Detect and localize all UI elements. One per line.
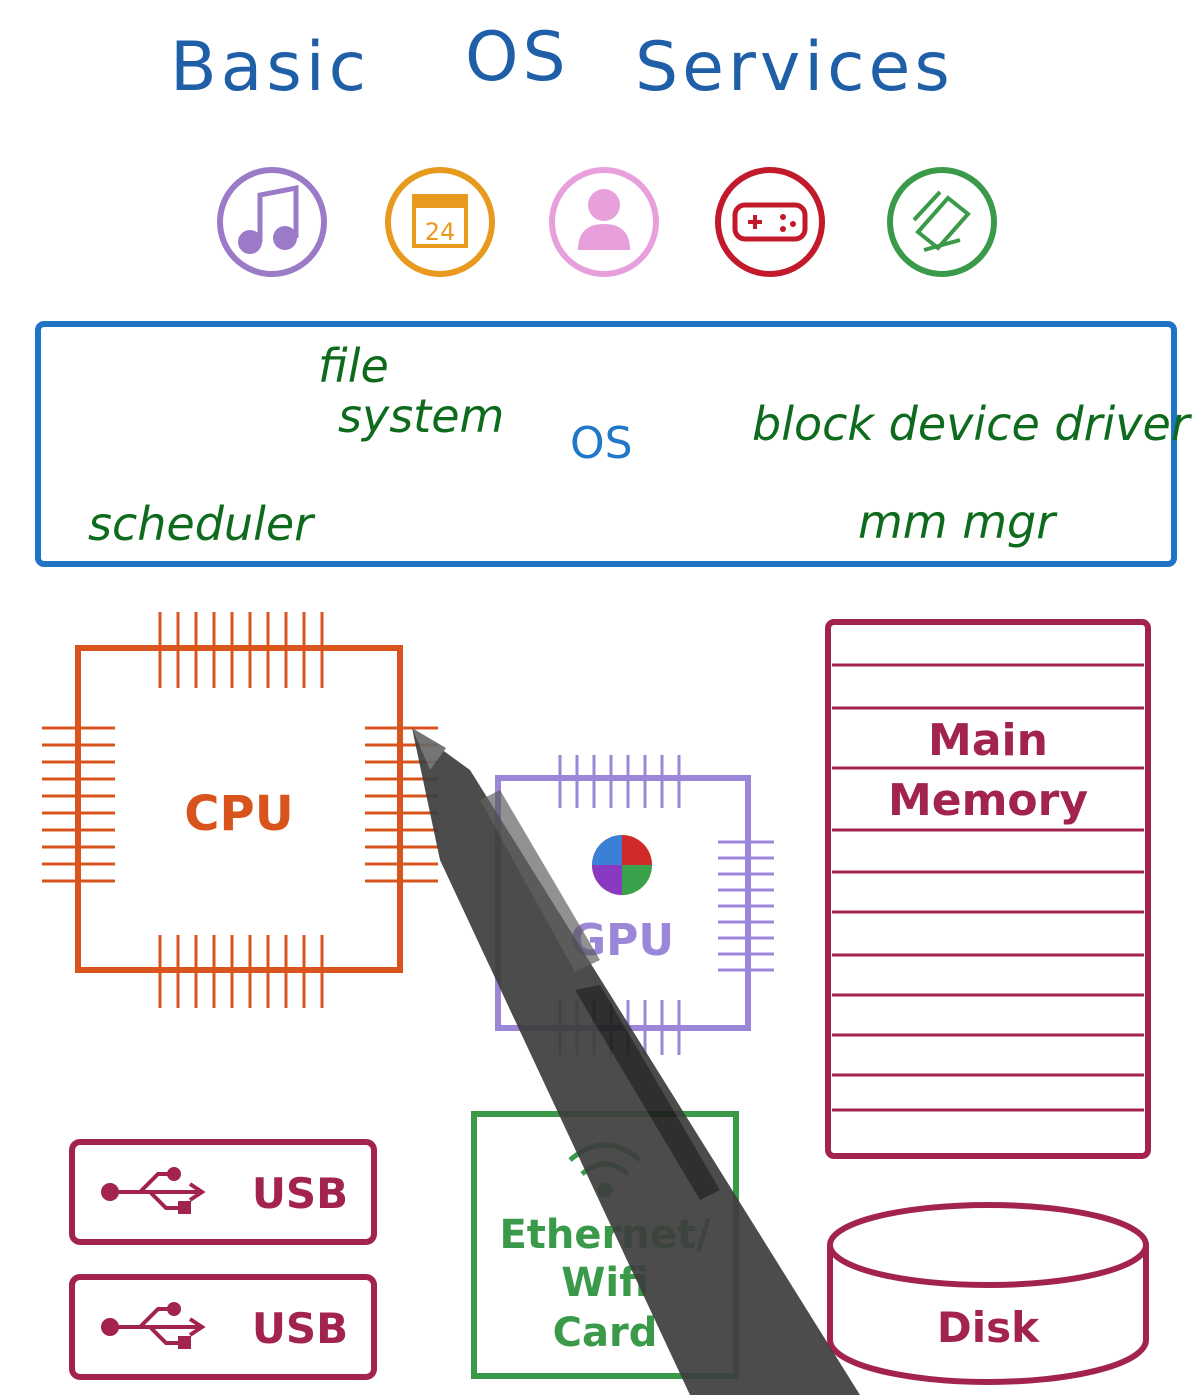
scheduler-label: scheduler bbox=[88, 497, 316, 551]
usb-label: USB bbox=[252, 1169, 348, 1218]
usb-icon bbox=[101, 1302, 206, 1349]
music-icon bbox=[217, 167, 327, 277]
usb-port-2: USB bbox=[69, 1274, 377, 1380]
calendar-day: 24 bbox=[425, 218, 456, 246]
cpu-chip: CPU bbox=[42, 612, 438, 1008]
disk: Disk bbox=[827, 1202, 1149, 1385]
app-icons: 24 bbox=[217, 167, 997, 277]
files-icon bbox=[887, 167, 997, 277]
title: Basic OS Services bbox=[170, 18, 954, 107]
title-word-services: Services bbox=[635, 28, 954, 107]
cpu-label: CPU bbox=[184, 786, 293, 842]
gamepad-icon bbox=[715, 167, 825, 277]
usb-icon bbox=[101, 1167, 206, 1214]
title-word-os: OS bbox=[465, 18, 570, 97]
main-memory: Main Memory bbox=[825, 619, 1151, 1159]
usb-label: USB bbox=[252, 1304, 348, 1353]
gpu-color-wheel-icon bbox=[592, 835, 652, 895]
memory-label-line1: Main bbox=[928, 715, 1048, 766]
file-system-line2: system bbox=[338, 389, 504, 443]
stylus-pen bbox=[412, 728, 860, 1395]
mm-mgr-label: mm mgr bbox=[858, 495, 1058, 549]
usb-port-1: USB bbox=[69, 1139, 377, 1245]
os-label: OS bbox=[570, 418, 633, 469]
block-device-driver-label: block device driver bbox=[752, 397, 1193, 451]
memory-label-line2: Memory bbox=[888, 775, 1088, 826]
network-label-line3: Card bbox=[553, 1310, 658, 1356]
user-icon bbox=[549, 167, 659, 277]
file-system-line1: file bbox=[318, 339, 389, 393]
calendar-icon: 24 bbox=[385, 167, 495, 277]
os-box: file system OS block device driver sched… bbox=[35, 321, 1193, 567]
title-word-basic: Basic bbox=[170, 28, 370, 107]
disk-label: Disk bbox=[937, 1303, 1040, 1352]
